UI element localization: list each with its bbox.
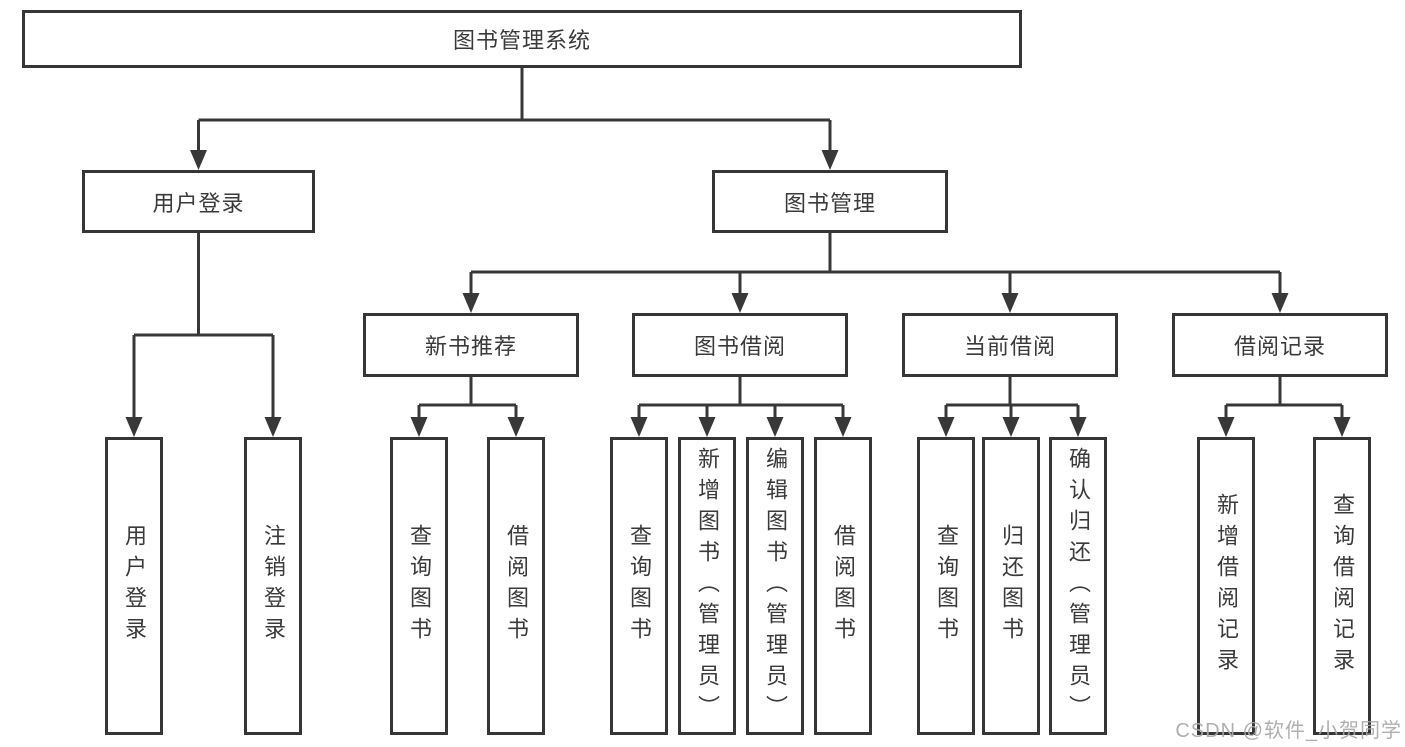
node-root: 图书管理系统 (22, 10, 1022, 68)
leaf-bb-add-book-admin-label: 新增图书（管理员） (695, 446, 720, 726)
leaf-br-add-record: 新增借阅记录 (1197, 437, 1255, 735)
connector-current-borrow (944, 377, 1080, 420)
connector-user-login (132, 233, 275, 420)
leaf-nbr-query-book-label: 查询图书 (407, 524, 432, 648)
node-current-borrow: 当前借阅 (902, 313, 1118, 377)
leaf-cb-query-book: 查询图书 (917, 437, 975, 735)
leaf-bb-edit-book-admin: 编辑图书（管理员） (746, 437, 804, 735)
leaf-user-login-label: 用户登录 (122, 524, 147, 648)
leaf-logout: 注销登录 (244, 437, 302, 735)
node-book-management: 图书管理 (712, 170, 948, 233)
leaf-bb-query-book: 查询图书 (610, 437, 668, 735)
leaf-nbr-borrow-book: 借阅图书 (487, 437, 545, 735)
leaf-bb-borrow-book-label: 借阅图书 (831, 524, 856, 648)
leaf-cb-query-book-label: 查询图书 (934, 524, 959, 648)
leaf-cb-return-book-label: 归还图书 (999, 524, 1024, 648)
leaf-br-add-record-label: 新增借阅记录 (1214, 493, 1239, 679)
node-borrow-records: 借阅记录 (1172, 313, 1388, 377)
node-user-login: 用户登录 (82, 170, 315, 233)
connector-book-borrow (637, 377, 845, 420)
leaf-cb-confirm-return-admin-label: 确认归还（管理员） (1066, 446, 1091, 726)
csdn-watermark: CSDN @软件_小贺同学 (1175, 720, 1402, 742)
leaf-nbr-borrow-book-label: 借阅图书 (504, 524, 529, 648)
leaf-bb-add-book-admin: 新增图书（管理员） (678, 437, 736, 735)
connector-root (197, 68, 832, 152)
leaf-br-query-record: 查询借阅记录 (1313, 437, 1371, 735)
leaf-bb-borrow-book: 借阅图书 (814, 437, 872, 735)
node-new-book-recommend: 新书推荐 (363, 313, 579, 377)
leaf-cb-return-book: 归还图书 (982, 437, 1040, 735)
leaf-bb-edit-book-admin-label: 编辑图书（管理员） (763, 446, 788, 726)
leaf-bb-query-book-label: 查询图书 (627, 524, 652, 648)
connector-new-book-recommend (417, 377, 518, 420)
leaf-cb-confirm-return-admin: 确认归还（管理员） (1049, 437, 1107, 735)
leaf-user-login: 用户登录 (105, 437, 163, 735)
node-book-borrow: 图书借阅 (632, 313, 848, 377)
leaf-br-query-record-label: 查询借阅记录 (1330, 493, 1355, 679)
connector-borrow-records (1224, 377, 1344, 420)
leaf-logout-label: 注销登录 (261, 524, 286, 648)
connector-book-management (469, 233, 1282, 296)
leaf-nbr-query-book: 查询图书 (390, 437, 448, 735)
